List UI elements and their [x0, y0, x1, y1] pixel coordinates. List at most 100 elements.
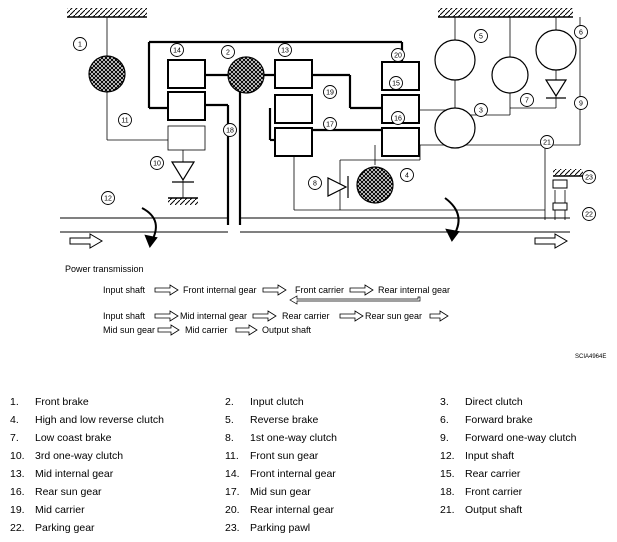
legend-label: Front carrier — [465, 486, 523, 498]
legend-number: 15. — [440, 468, 455, 480]
callout-18: 18 — [223, 123, 237, 137]
clutch-elements — [88, 29, 577, 204]
rotation-arrows — [141, 197, 460, 249]
one-way-clutches — [170, 79, 568, 198]
legend-label: Rear carrier — [465, 468, 521, 480]
high-low-reverse-clutch-hatched — [356, 166, 394, 204]
row2-step1: Input shaft — [103, 311, 146, 321]
svg-text:19: 19 — [326, 90, 334, 97]
svg-text:17: 17 — [326, 122, 334, 129]
transmission-row-2: Input shaft Mid internal gear Rear carri… — [103, 311, 422, 321]
legend-number: 17. — [225, 486, 240, 498]
svg-text:21: 21 — [543, 140, 551, 147]
legend-number: 8. — [225, 432, 234, 444]
legend-label: Front brake — [35, 396, 89, 408]
legend-number: 12. — [440, 450, 455, 462]
front-carrier-box — [167, 91, 206, 121]
legend-number: 11. — [225, 450, 239, 462]
rear-sun-gear-box — [381, 127, 420, 157]
legend-label: Rear internal gear — [250, 504, 335, 516]
legend-label: Parking gear — [35, 522, 95, 534]
legend-number: 4. — [10, 414, 19, 426]
legend-number: 13. — [10, 468, 25, 480]
row3-step2: Mid carrier — [185, 325, 228, 335]
svg-text:7: 7 — [525, 98, 529, 105]
legend-label: Reverse brake — [250, 414, 319, 426]
callout-3: 3 — [474, 103, 488, 117]
callout-20: 20 — [391, 48, 405, 62]
row3-step1: Mid sun gear — [103, 325, 155, 335]
callout-7: 7 — [520, 93, 534, 107]
row1-step4: Rear internal gear — [378, 285, 450, 295]
callout-17: 17 — [323, 117, 337, 131]
parking-gear — [552, 202, 568, 211]
callout-23: 23 — [582, 170, 596, 184]
callout-22: 22 — [582, 207, 596, 221]
legend-number: 14. — [225, 468, 240, 480]
legend-number: 10. — [10, 450, 25, 462]
legend-label: Output shaft — [465, 504, 523, 516]
legend-number: 1. — [10, 396, 19, 408]
input-clutch-hatched — [227, 56, 265, 94]
row1-step2: Front internal gear — [183, 285, 257, 295]
callout-14: 14 — [170, 43, 184, 57]
mid-internal-gear-box — [274, 59, 313, 89]
svg-text:13: 13 — [281, 48, 289, 55]
legend-label: Direct clutch — [465, 396, 523, 408]
forward-brake — [535, 29, 577, 71]
legend-label: 3rd one-way clutch — [35, 450, 124, 462]
legend-label: Low coast brake — [35, 432, 112, 444]
svg-text:15: 15 — [392, 81, 400, 88]
svg-text:2: 2 — [226, 50, 230, 57]
callout-2: 2 — [221, 45, 235, 59]
svg-text:10: 10 — [153, 161, 161, 168]
row2-step4: Rear sun gear — [365, 311, 422, 321]
callout-21: 21 — [540, 135, 554, 149]
row2-step2: Mid internal gear — [180, 311, 247, 321]
svg-text:1: 1 — [78, 42, 82, 49]
svg-text:12: 12 — [104, 196, 112, 203]
svg-text:18: 18 — [226, 128, 234, 135]
first-one-way-clutch — [327, 177, 348, 197]
legend-label: Mid carrier — [35, 504, 85, 516]
row1-step3: Front carrier — [295, 285, 344, 295]
low-coast-brake — [491, 56, 529, 94]
figure-code: SCIA4964E — [575, 354, 606, 360]
callout-19: 19 — [323, 85, 337, 99]
callout-8: 8 — [308, 176, 322, 190]
callout-12: 12 — [101, 191, 115, 205]
row1-step1: Input shaft — [103, 285, 146, 295]
legend-label: 1st one-way clutch — [250, 432, 337, 444]
legend-label: Front internal gear — [250, 468, 336, 480]
legend-number: 19. — [10, 504, 25, 516]
legend-number: 16. — [10, 486, 25, 498]
front-internal-gear-box — [167, 59, 206, 89]
svg-text:16: 16 — [394, 116, 402, 123]
svg-text:14: 14 — [173, 48, 181, 55]
legend-number: 6. — [440, 414, 449, 426]
mid-carrier-box — [274, 94, 313, 124]
callout-16: 16 — [391, 111, 405, 125]
legend-label: Input clutch — [250, 396, 304, 408]
callout-15: 15 — [389, 76, 403, 90]
callout-9: 9 — [574, 96, 588, 110]
callout-6: 6 — [574, 25, 588, 39]
direct-clutch — [434, 107, 476, 149]
legend-number: 3. — [440, 396, 449, 408]
transmission-row-1: Input shaft Front internal gear Front ca… — [103, 285, 450, 295]
step-arrows — [154, 284, 449, 336]
mid-sun-gear-box — [274, 127, 313, 157]
svg-text:20: 20 — [394, 53, 402, 60]
svg-text:11: 11 — [121, 118, 128, 125]
legend-number: 9. — [440, 432, 449, 444]
legend-number: 5. — [225, 414, 234, 426]
third-one-way-clutch — [170, 161, 196, 182]
legend-number: 20. — [225, 504, 240, 516]
legend-label: Rear sun gear — [35, 486, 102, 498]
legend-number: 23. — [225, 522, 240, 534]
legend-label: High and low reverse clutch — [35, 414, 164, 426]
svg-text:4: 4 — [405, 173, 409, 180]
